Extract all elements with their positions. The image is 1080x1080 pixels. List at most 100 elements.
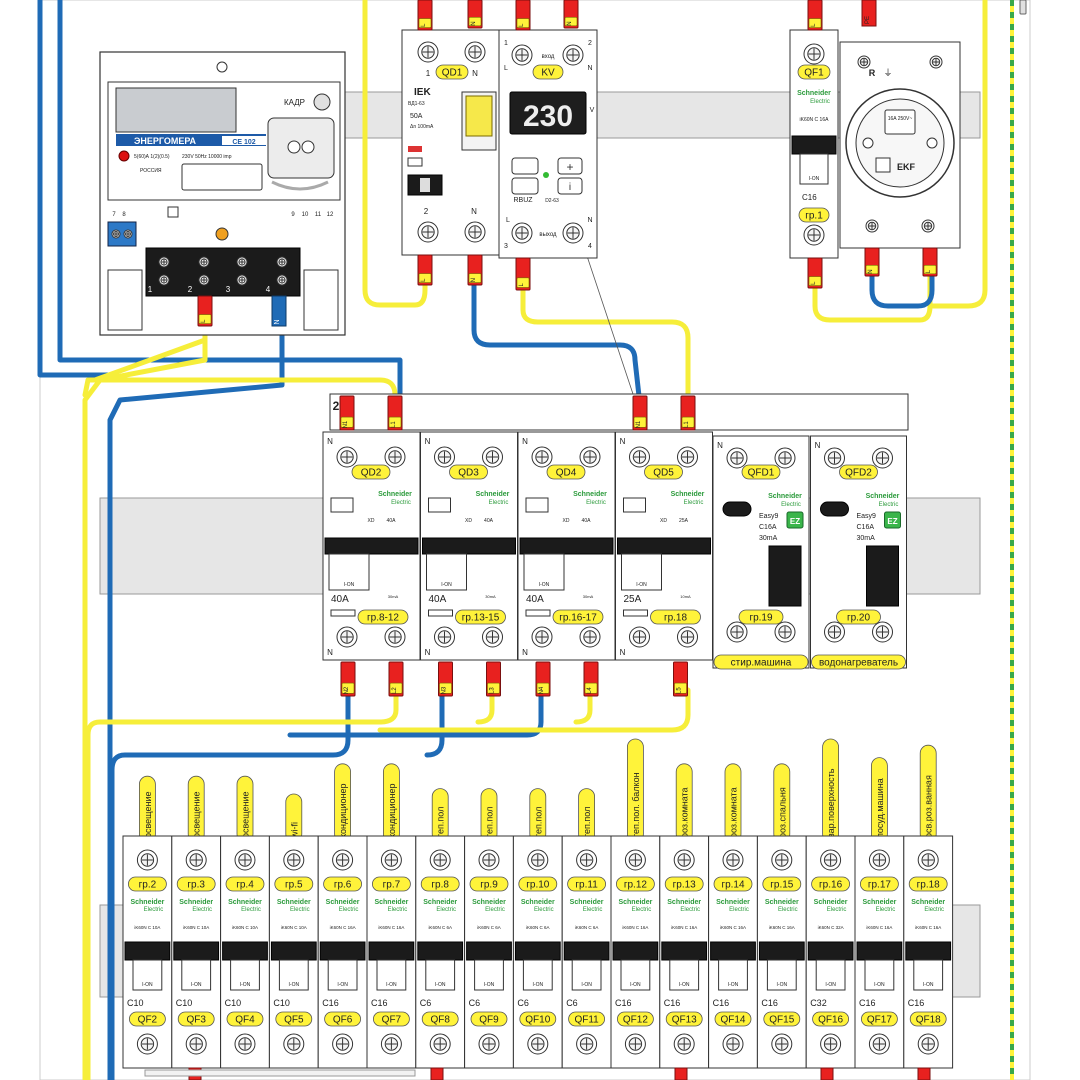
breaker-brand: Schneider (326, 899, 360, 906)
rcd-leak: 30mA (388, 594, 399, 599)
breaker-brand2: Electric (436, 907, 456, 913)
comb-busbar (329, 393, 909, 431)
rcbo-series: Easy9 (759, 513, 779, 520)
ferrule-text: N3 (442, 686, 448, 694)
breaker-handle (327, 959, 358, 991)
ferrule-text: N (567, 21, 573, 25)
breaker-screw (527, 1033, 549, 1055)
tag-fill (908, 876, 948, 892)
tag-text: QF17 (867, 1015, 892, 1026)
meter-screw (236, 274, 248, 286)
breaker-brand2: Electric (827, 907, 847, 913)
breaker-handle (718, 959, 748, 991)
tag-text: QF4 (235, 1015, 255, 1026)
breaker-brand2: Electric (241, 907, 261, 913)
rcd-rating: 40A (526, 594, 544, 605)
breaker-screw (429, 1033, 451, 1055)
breaker-handle (230, 959, 260, 991)
rcbo-screw (872, 621, 893, 643)
breaker-handle (766, 959, 797, 991)
breaker-handle (669, 959, 700, 991)
kv-brand: RBUZ (513, 197, 533, 204)
meter-screw (236, 256, 248, 268)
breaker-screw (722, 849, 744, 871)
rcd-brand2: Electric (489, 500, 509, 506)
wire-phase-l2 (85, 687, 399, 1080)
circuit-label-text: освещение (192, 791, 202, 838)
breaker-brand2: Electric (534, 907, 554, 913)
breaker-group: гр.17 (860, 876, 899, 892)
tag-fill (616, 876, 655, 892)
circuit-label-tag: роз.комната (724, 763, 742, 843)
circuit-label-tag: теп.пол. балкон (627, 738, 644, 843)
rcbo-badge: EZ (887, 517, 897, 526)
breaker-name: QF9 (470, 1011, 508, 1027)
rcd-test-button (623, 497, 646, 513)
rcbo-curve: C16A (759, 524, 777, 531)
breaker-name: QF5 (275, 1011, 313, 1027)
kv-side: V (590, 107, 595, 114)
meter-optical-port (267, 117, 335, 179)
meter-term-num: 3 (226, 285, 231, 294)
socket-screw (921, 219, 935, 233)
breaker-curve: C10 (176, 998, 193, 1008)
breaker-handle-bar (368, 941, 415, 961)
tag-fill (568, 1011, 605, 1027)
meter-info-box (181, 163, 263, 191)
breaker-handle-bar (905, 941, 952, 961)
rcbo-group: гр.19 (738, 609, 784, 625)
qd1-brand: IEK (414, 87, 431, 98)
tag-text: гр.13 (673, 880, 697, 891)
kv-num: 2 (588, 40, 592, 47)
meter-screw (198, 274, 210, 286)
ferrule-text: L2 (392, 687, 398, 694)
qd1-label: QD1 (435, 64, 469, 80)
tag-text: гр.18 (664, 613, 688, 624)
breaker-name: QF4 (226, 1011, 264, 1027)
breaker-spec: iK60N C 16A (378, 925, 404, 930)
terminal-num: 12 (327, 212, 334, 218)
rcd-n: N (620, 648, 626, 657)
breaker-brand2: Electric (924, 907, 944, 913)
kv-ferrule-bot: L (515, 257, 531, 291)
socket-pe-text: PE (865, 16, 871, 24)
breaker-screw (478, 1033, 500, 1055)
rcbo-handle (768, 545, 802, 607)
rcd-screw (336, 626, 358, 648)
rcbo-screw (872, 447, 893, 469)
breaker-curve: C16 (371, 998, 388, 1008)
ferrule-marker (584, 682, 598, 694)
breaker-brand2: Electric (583, 907, 603, 913)
wire-neutral-n2 (109, 687, 351, 1080)
tag-text: QF1 (804, 68, 824, 79)
kv-num: 4 (588, 243, 592, 250)
circuit-label-text: роз.спальня (777, 787, 787, 838)
circuit-label-text: теп.пол (582, 807, 592, 838)
ferrule-text: L (811, 23, 817, 27)
breaker-name: QF8 (421, 1011, 459, 1027)
breaker-brand: Schneider (911, 899, 945, 906)
breaker-handle-bar (417, 941, 464, 961)
meter-indicator-icon (215, 227, 229, 241)
breaker-brand2: Electric (485, 907, 505, 913)
qd1-test-button (407, 157, 423, 167)
meter-kadr-label: КАДР (284, 98, 305, 107)
qf1-on: I-ON (809, 176, 820, 182)
rcd-screw (629, 626, 650, 648)
breaker-handle-bar (612, 941, 659, 961)
circuit-label-tag: теп.пол (578, 788, 595, 843)
tag-fill (909, 1011, 947, 1027)
tag-text: QF11 (574, 1015, 599, 1026)
wire-neutral-to-bus (471, 282, 643, 408)
pulse-screw (123, 229, 133, 239)
breaker-on: I-ON (581, 982, 592, 988)
plus-icon: + (566, 160, 573, 174)
breaker-screw (234, 849, 256, 871)
tag-fill (860, 876, 899, 892)
breaker-group: гр.4 (225, 876, 265, 892)
